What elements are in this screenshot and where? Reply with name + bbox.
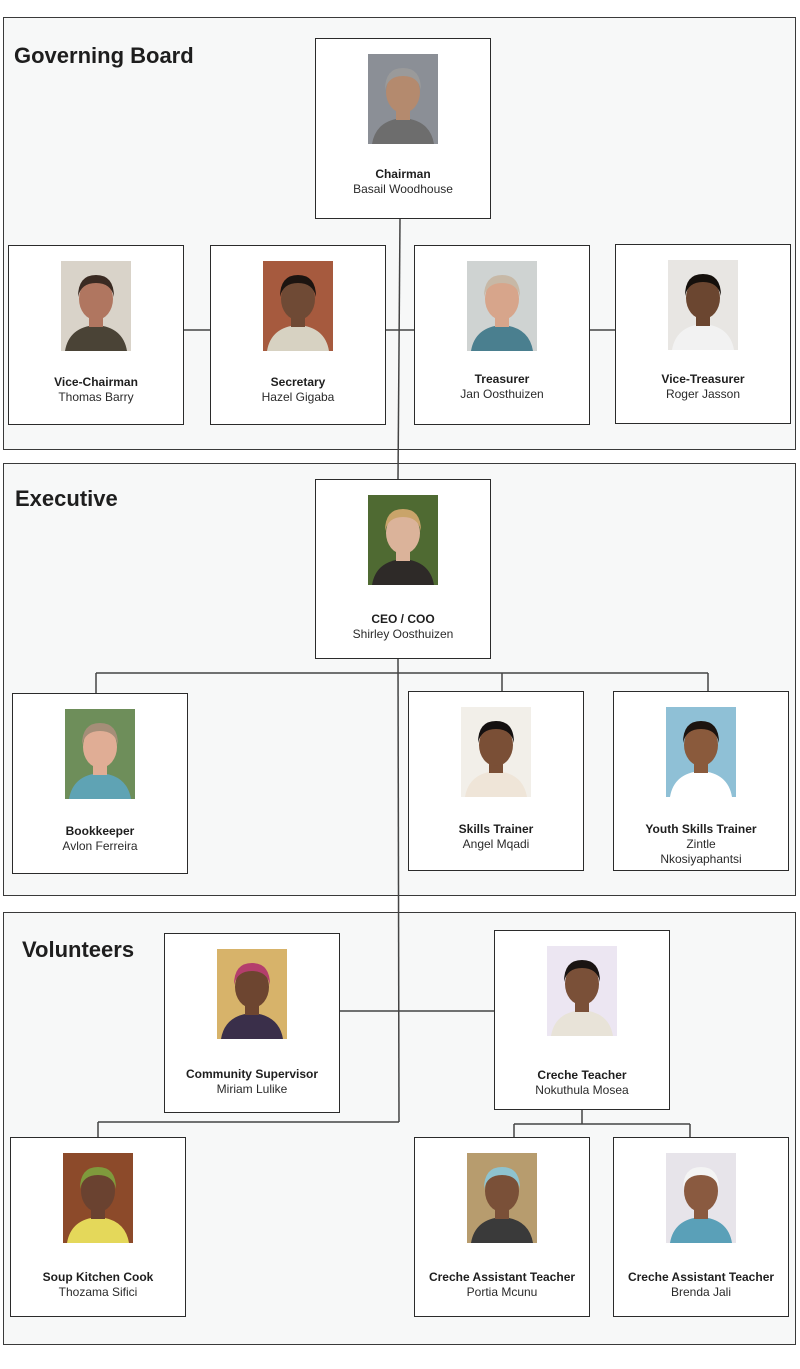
portrait-graphic [467, 1153, 537, 1243]
person-role: Vice-Treasurer [661, 372, 745, 386]
portrait-photo [666, 707, 736, 797]
person-role: Community Supervisor [185, 1067, 319, 1081]
portrait-photo [263, 261, 333, 351]
person-name: Hazel Gigaba [261, 390, 335, 404]
person-name: Nokuthula Mosea [535, 1083, 629, 1097]
person-role: Skills Trainer [458, 822, 534, 836]
person-name: Zintle Nkosiyaphantsi [660, 837, 742, 866]
person-role: Secretary [270, 375, 326, 389]
portrait-photo [547, 946, 617, 1036]
person-name: Thomas Barry [58, 390, 134, 404]
person-role: Treasurer [474, 372, 530, 386]
portrait-photo [65, 709, 135, 799]
portrait-photo [467, 1153, 537, 1243]
person-name: Thozama Sifici [58, 1285, 138, 1299]
portrait-graphic [63, 1153, 133, 1243]
person-role: Creche Teacher [537, 1068, 627, 1082]
portrait-graphic [217, 949, 287, 1039]
portrait-graphic [263, 261, 333, 351]
person-name: Shirley Oosthuizen [352, 627, 454, 641]
portrait-photo [461, 707, 531, 797]
person-name: Portia Mcunu [466, 1285, 538, 1299]
person-role: CEO / COO [371, 612, 435, 626]
portrait-photo [666, 1153, 736, 1243]
person-role: Soup Kitchen Cook [42, 1270, 154, 1284]
section-title-executive: Executive [15, 486, 118, 511]
portrait-graphic [368, 54, 438, 144]
person-name: Roger Jasson [665, 387, 741, 401]
portrait-graphic [61, 261, 131, 351]
person-role: Chairman [375, 167, 431, 181]
person-name: Jan Oosthuizen [460, 387, 544, 401]
person-name: Avlon Ferreira [62, 839, 138, 853]
section-title-volunteers: Volunteers [22, 937, 135, 962]
portrait-photo [61, 261, 131, 351]
person-role: Youth Skills Trainer [645, 822, 757, 836]
portrait-graphic [467, 261, 537, 351]
person-name: Brenda Jali [670, 1285, 732, 1299]
person-role: Creche Assistant Teacher [627, 1270, 775, 1284]
portrait-graphic [368, 495, 438, 585]
person-role: Creche Assistant Teacher [428, 1270, 576, 1284]
person-name: Angel Mqadi [462, 837, 530, 851]
person-role: Bookkeeper [65, 824, 135, 838]
portrait-photo [368, 54, 438, 144]
section-title-governing-board: Governing Board [14, 43, 194, 68]
portrait-graphic [461, 707, 531, 797]
portrait-graphic [547, 946, 617, 1036]
portrait-graphic [65, 709, 135, 799]
person-name: Miriam Lulike [216, 1082, 288, 1096]
portrait-photo [668, 260, 738, 350]
portrait-photo [467, 261, 537, 351]
portrait-photo [63, 1153, 133, 1243]
portrait-graphic [666, 1153, 736, 1243]
person-name: Basail Woodhouse [353, 182, 453, 196]
portrait-photo [368, 495, 438, 585]
portrait-graphic [666, 707, 736, 797]
portrait-photo [217, 949, 287, 1039]
portrait-graphic [668, 260, 738, 350]
person-role: Vice-Chairman [54, 375, 138, 389]
